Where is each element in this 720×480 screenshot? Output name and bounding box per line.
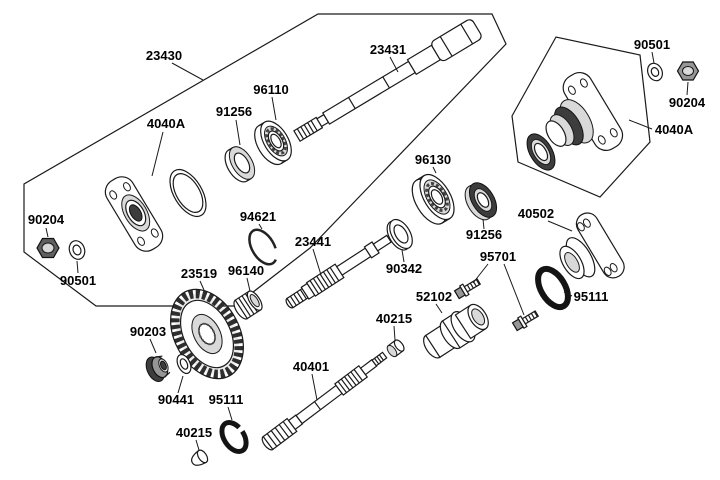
nut-left-drawing (36, 237, 60, 259)
part-label-95111-right: 95111 (574, 289, 609, 304)
snap-ring-drawing (248, 228, 278, 266)
part-label-90342: 90342 (386, 261, 422, 276)
seal-middle-drawing (464, 182, 498, 221)
part-label-23441: 23441 (295, 234, 331, 249)
o-ring-left-drawing (219, 420, 249, 454)
part-labels: 23430 23431 90501 90204 4040A 96110 9125… (28, 37, 706, 440)
plug-upper-drawing (386, 339, 405, 358)
part-label-96140: 96140 (228, 263, 264, 278)
part-label-95701: 95701 (480, 249, 516, 264)
assembly-outlines (23, 13, 651, 307)
part-label-90441: 90441 (158, 392, 194, 407)
part-label-94621: 94621 (240, 209, 276, 224)
part-label-90204-left: 90204 (28, 212, 65, 227)
part-label-4040a-left: 4040A (147, 116, 186, 131)
nut-right-drawing (676, 61, 700, 81)
part-label-23430: 23430 (146, 48, 182, 63)
part-label-52102: 52102 (416, 289, 452, 304)
outline-right-assembly-shape (511, 36, 651, 198)
part-label-23431: 23431 (370, 42, 406, 57)
drive-shaft-drawing (261, 351, 388, 451)
part-label-96110: 96110 (253, 82, 288, 97)
part-label-40215-lower: 40215 (176, 425, 212, 440)
part-label-95111-left: 95111 (209, 392, 244, 407)
part-label-90501-left: 90501 (60, 273, 96, 288)
sleeve-coupling-drawing (423, 303, 489, 359)
bearing-top-drawing (254, 120, 292, 166)
coupling-flange-drawing (559, 212, 625, 280)
flange-assembly-right-drawing (526, 71, 624, 171)
part-label-23519: 23519 (181, 266, 217, 281)
o-ring-right-drawing (535, 265, 571, 311)
plug-lower-drawing (191, 449, 209, 466)
flange-nut-drawing (145, 355, 171, 383)
flange-assembly-left-drawing (104, 168, 207, 252)
bevel-gear-drawing (170, 288, 244, 380)
bolt-drawing-2 (511, 310, 540, 332)
part-label-40215-upper: 40215 (376, 311, 412, 326)
washer-shim-drawing (386, 218, 413, 251)
part-label-91256-top: 91256 (216, 104, 252, 119)
leader-lines (45, 51, 689, 451)
part-label-90203: 90203 (130, 324, 166, 339)
part-label-40401: 40401 (293, 359, 329, 374)
part-label-4040a-right: 4040A (655, 122, 694, 137)
part-label-90204-right: 90204 (669, 95, 706, 110)
part-label-90501-right: 90501 (634, 37, 670, 52)
propeller-shaft-drawing (293, 19, 482, 142)
washer-small-drawing (176, 353, 192, 375)
washer-right-drawing (647, 62, 663, 82)
part-label-40502: 40502 (518, 206, 554, 221)
needle-bearing-drawing (233, 290, 263, 320)
bearing-middle-drawing (411, 173, 455, 225)
seal-top-drawing (224, 146, 256, 183)
bolt-drawing-1 (453, 278, 482, 300)
part-label-96130: 96130 (415, 152, 451, 167)
part-label-91256-middle: 91256 (466, 227, 502, 242)
washer-left-drawing (68, 240, 86, 260)
